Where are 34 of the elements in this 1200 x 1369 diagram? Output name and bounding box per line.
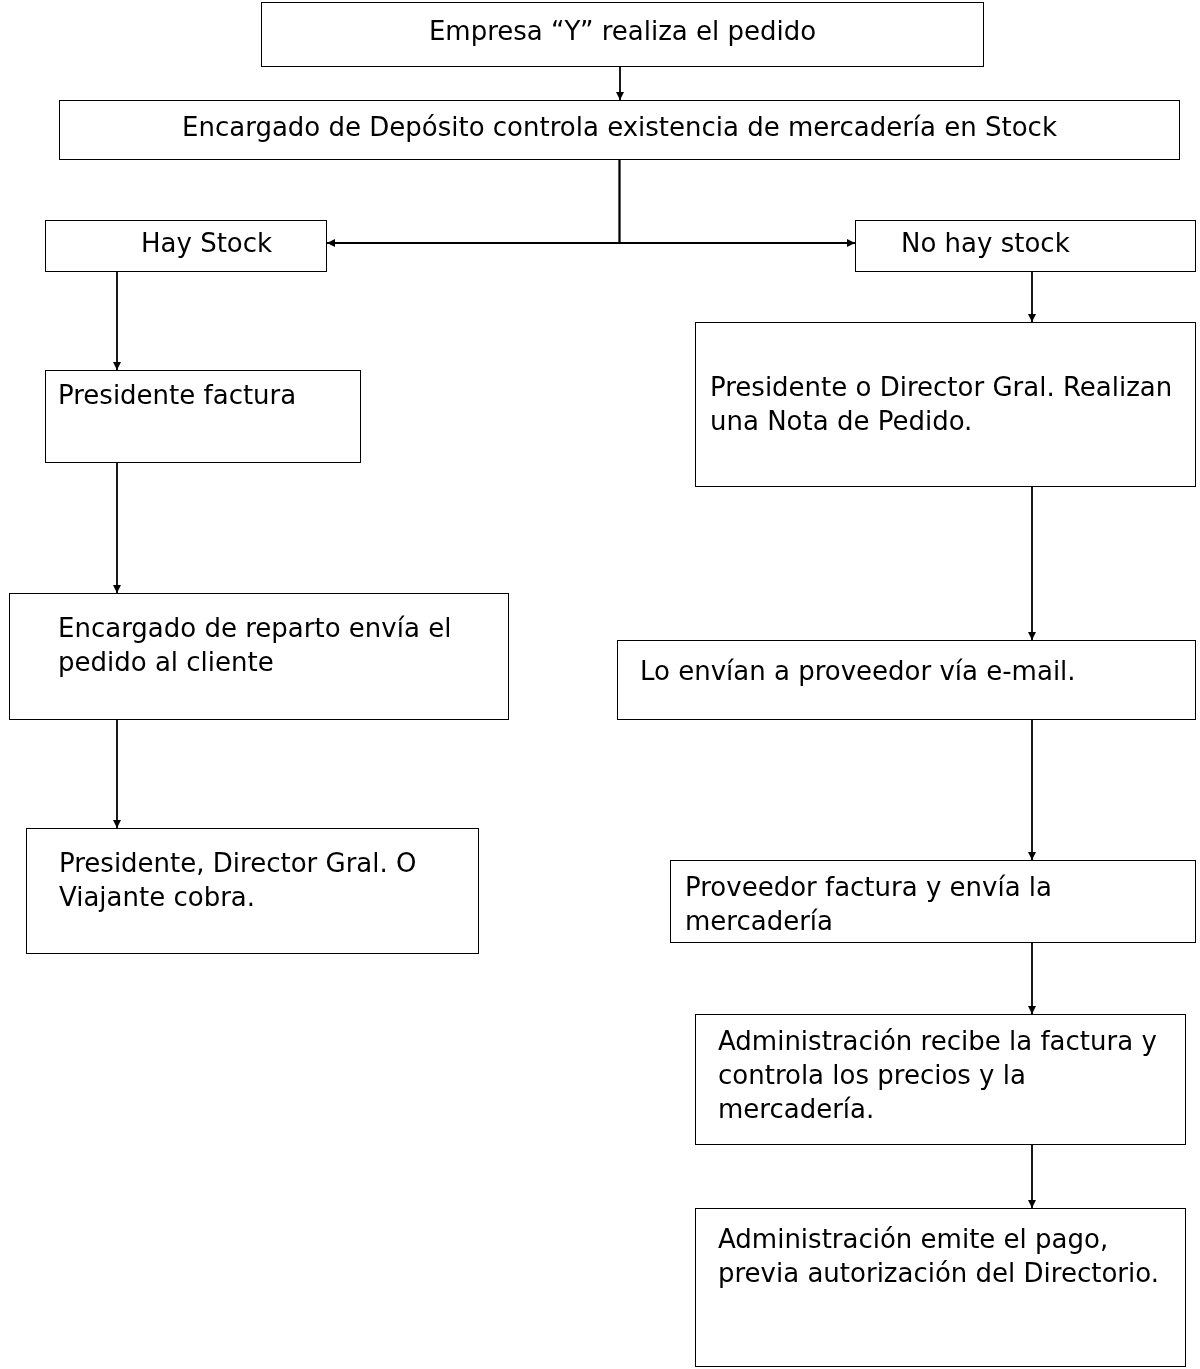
arrow [616, 66, 624, 101]
arrow [1028, 942, 1036, 1015]
arrow [113, 719, 121, 829]
step-text: Encargado de reparto envía el pedido al cliente [58, 612, 453, 679]
step-text: Presidente o Director Gral. Realizan una Nota de Pedido. [710, 371, 1174, 438]
process-box [45, 370, 361, 463]
step-text: Presidente, Director Gral. O Viajante cobra. [59, 847, 418, 914]
arrow [1028, 486, 1036, 641]
step-text: Administración emite el pago, previa autorización del Directorio. [718, 1223, 1160, 1290]
arrow [618, 159, 856, 247]
process-box [695, 1014, 1186, 1145]
process-box [695, 1208, 1186, 1367]
arrow [113, 462, 121, 594]
process-box [855, 220, 1196, 272]
process-box [261, 2, 984, 67]
step-text: Presidente factura [58, 379, 298, 412]
step-text: Encargado de Depósito controla existencia de mercadería en Stock [181, 111, 1058, 144]
arrow [113, 271, 121, 371]
arrow [1028, 1144, 1036, 1209]
step-text: No hay stock [901, 227, 1071, 260]
process-box [617, 640, 1196, 720]
step-text: Empresa “Y” realiza el pedido [427, 15, 818, 48]
arrow [1028, 719, 1036, 861]
step-text: Hay Stock [141, 227, 274, 260]
process-box [26, 828, 479, 954]
process-box [45, 220, 327, 272]
arrow [1028, 271, 1036, 323]
process-box [695, 322, 1196, 487]
process-box [9, 593, 509, 720]
step-text: Lo envían a proveedor vía e-mail. [640, 655, 1077, 688]
step-text: Administración recibe la factura y controla los precios y la mercadería. [718, 1025, 1158, 1126]
step-text: Proveedor factura y envía la mercadería [685, 871, 1054, 938]
process-box [670, 860, 1196, 943]
process-box [59, 100, 1180, 160]
